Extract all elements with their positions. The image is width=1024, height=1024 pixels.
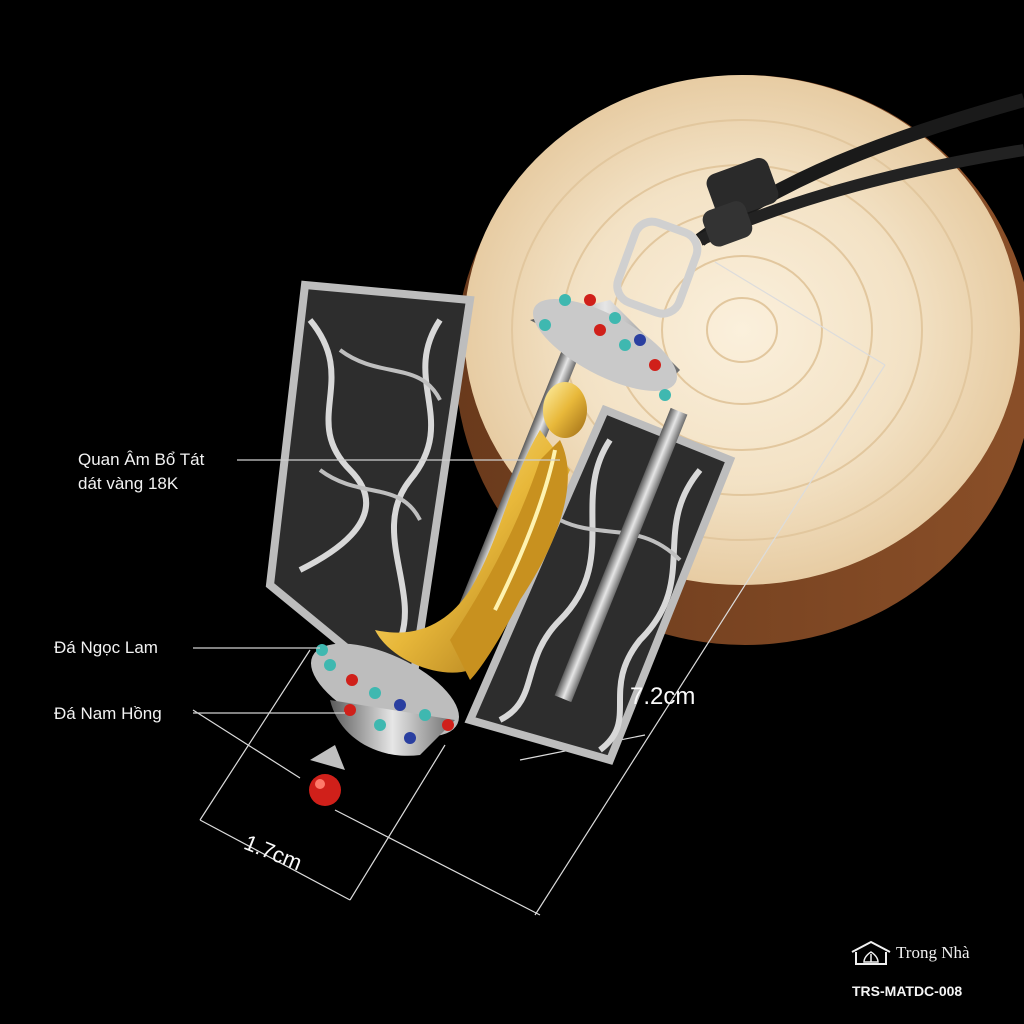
blue-stone-label: Đá Ngọc Lam <box>54 638 158 657</box>
cord <box>695 93 1024 247</box>
product-code: TRS-MATDC-008 <box>852 983 963 999</box>
left-cage-panel <box>265 280 475 708</box>
statue-label-line1: Quan Âm Bổ Tát <box>78 450 205 469</box>
lotus-house-icon <box>851 940 891 965</box>
statue-label-line2: dát vàng 18K <box>78 474 179 493</box>
dimension-lines <box>192 261 886 916</box>
statue-annotation: Quan Âm Bổ Tát dát vàng 18K <box>78 448 204 496</box>
brand-logo: Trong Nhà <box>850 940 1010 966</box>
top-cap <box>530 217 702 401</box>
red-stone-label: Đá Nam Hồng <box>54 704 162 723</box>
height-dimension-label: 7.2cm <box>630 683 696 710</box>
brand-name: Trong Nhà <box>896 943 970 962</box>
bottom-cap <box>309 643 459 806</box>
gold-guanyin-statue <box>375 382 587 680</box>
